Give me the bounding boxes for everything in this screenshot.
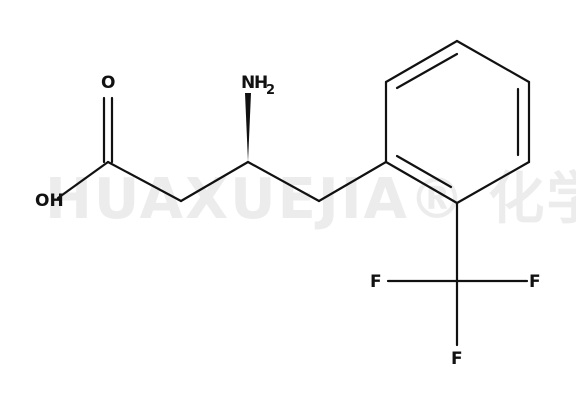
amine-nitrogen-label: N [241,73,255,93]
amine-subscript-label: 2 [266,83,275,98]
chain-bond-1 [179,160,250,203]
hydroxyl-label: OH [35,191,64,211]
fluorine-left-label: F [370,272,382,292]
fluorine-bottom-label: F [451,349,463,369]
ring-bond-5 [455,160,531,205]
aryl-link-bond [317,160,388,203]
amine-hydrogen-label: H [254,73,268,93]
stereo-wedge-bond [245,93,251,162]
atom-labels: O OH N H 2 F F F [35,73,541,369]
watermark-text: HUAXUEJIA® 化学加 [45,167,576,232]
acid-chain-bond [106,160,183,203]
carbonyl-oxygen-label: O [101,73,115,93]
ring-inner-bond-1 [395,52,459,90]
bond-layer [56,39,531,347]
fluorine-right-label: F [529,272,541,292]
ring-bond-2 [384,39,459,84]
ring-inner-bond-3 [395,154,453,189]
ring-bond-3 [455,39,531,84]
ring-bond-6 [384,160,459,205]
acid-o-bond [56,160,110,200]
chain-bond-2 [246,160,321,203]
